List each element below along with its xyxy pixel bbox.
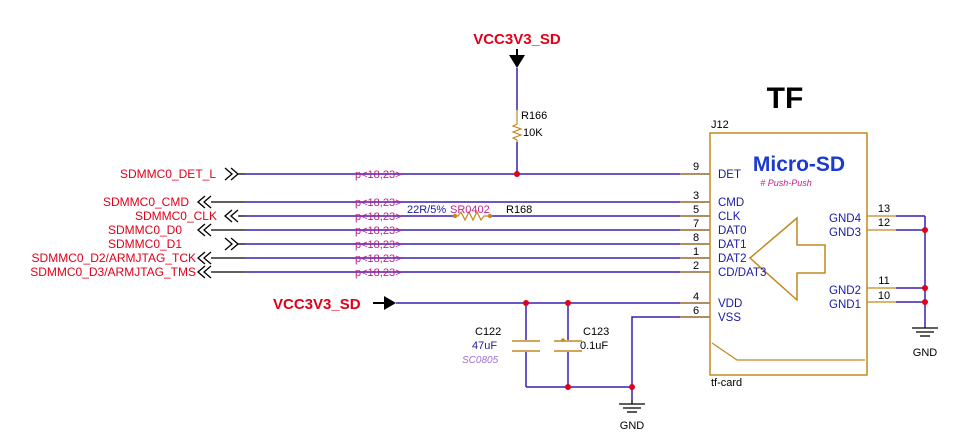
c122-value: 47uF	[472, 340, 497, 352]
pin-name: GND3	[829, 227, 861, 239]
pin-name: CMD	[718, 197, 744, 209]
wire-vss	[631, 316, 710, 400]
connector-subtitle: # Push-Push	[760, 178, 812, 188]
cap-plates	[512, 340, 582, 352]
gnd-right-icon	[912, 327, 938, 337]
signal-wires	[245, 173, 710, 273]
connector-ref: J12	[711, 119, 729, 131]
pin-name: DET	[718, 169, 741, 181]
pin-number: 6	[693, 305, 699, 317]
power-label-left: VCC3V3_SD	[273, 296, 361, 313]
power-arrow-left-icon	[384, 296, 396, 310]
page-ref: p<18,23>	[355, 267, 402, 279]
cap-junctions	[523, 300, 635, 390]
pin-number: 12	[878, 217, 890, 229]
page-ref: p<18,23>	[355, 169, 402, 181]
connector-footprint: tf-card	[711, 377, 742, 389]
r168-ref: R168	[506, 204, 532, 216]
pin-number: 9	[693, 161, 699, 173]
pin-number: 11	[878, 275, 889, 287]
page-ref: p<18,23>	[355, 239, 402, 251]
net-sdmmc0-det-l: SDMMC0_DET_L	[120, 167, 216, 181]
r168-package: SR0402	[450, 204, 490, 216]
cap-wires	[525, 303, 632, 388]
page-ref: p<18,23>	[355, 197, 402, 209]
net-sdmmc0-d3: SDMMC0_D3/ARMJTAG_TMS	[30, 265, 196, 279]
connector-pin-stubs	[680, 173, 710, 318]
c123-ref: C123	[583, 326, 609, 338]
pin-number: 5	[693, 204, 699, 216]
net-sdmmc0-cmd: SDMMC0_CMD	[103, 195, 189, 209]
right-pin-stubs	[867, 215, 896, 303]
net-names: SDMMC0_DET_L SDMMC0_CMD SDMMC0_CLK SDMMC…	[30, 167, 217, 279]
connector-notch	[711, 342, 865, 361]
pin-name: DAT2	[718, 253, 747, 265]
net-sdmmc0-d1: SDMMC0_D1	[108, 237, 182, 251]
pin-name: DAT1	[718, 239, 747, 251]
r168-body	[455, 210, 490, 222]
r166-value: 10K	[523, 127, 543, 139]
net-sdmmc0-d0: SDMMC0_D0	[108, 223, 182, 237]
left-pin-numbers: 9 3 5 7 8 1 2 4 6	[693, 161, 699, 317]
pin-number: 10	[878, 290, 890, 302]
right-gnd-wires	[896, 215, 926, 328]
net-port-icons	[197, 167, 239, 279]
net-sdmmc0-d2: SDMMC0_D2/ARMJTAG_TCK	[32, 251, 196, 265]
pin-name: DAT0	[718, 225, 747, 237]
c122-package: SC0805	[462, 355, 499, 366]
page-ref: p<18,23>	[355, 253, 402, 265]
pin-number: 2	[693, 260, 699, 272]
schematic-title: TF	[767, 82, 804, 115]
pin-number: 3	[693, 190, 699, 202]
net-sdmmc0-clk: SDMMC0_CLK	[135, 209, 217, 223]
r168-pin-dot	[487, 213, 493, 219]
pin-number: 7	[693, 218, 699, 230]
r166-body	[511, 122, 523, 142]
c123-pin-dot	[561, 338, 565, 342]
left-pin-names: DET CMD CLK DAT0 DAT1 DAT2 CD/DAT3 VDD V…	[718, 169, 766, 324]
r166-ref: R166	[521, 110, 547, 122]
r168-pin-dot	[452, 213, 458, 219]
right-pin-names: GND4 GND3 GND2 GND1	[829, 213, 862, 311]
pin-name: CLK	[718, 211, 741, 223]
pin-number: 4	[693, 291, 699, 303]
pin-name: VDD	[718, 298, 742, 310]
page-refs: p<18,23> p<18,23> p<18,23> p<18,23> p<18…	[355, 169, 402, 279]
power-label-top: VCC3V3_SD	[473, 31, 561, 48]
r168-value: 22R/5%	[407, 204, 446, 216]
junction-dot	[514, 171, 520, 177]
gnd-bottom-label: GND	[620, 420, 645, 432]
connector-body	[709, 132, 868, 376]
pin-name: CD/DAT3	[718, 267, 766, 279]
connector-name: Micro-SD	[753, 153, 845, 176]
power-arrow-top-icon	[509, 55, 525, 68]
right-pin-numbers: 13 12 11 10	[878, 203, 890, 302]
page-ref: p<18,23>	[355, 225, 402, 237]
card-insert-arrow-icon	[748, 216, 826, 302]
pin-number: 8	[693, 232, 699, 244]
c123-value: 0.1uF	[580, 340, 608, 352]
pin-name: GND2	[829, 285, 861, 297]
pin-name: VSS	[718, 312, 741, 324]
pin-name: GND1	[829, 299, 861, 311]
pin-number: 1	[693, 246, 699, 258]
gnd-bottom-icon	[619, 400, 645, 413]
pin-name: GND4	[829, 213, 862, 225]
pin-number: 13	[878, 203, 890, 215]
right-junctions	[922, 227, 928, 305]
c122-ref: C122	[475, 326, 501, 338]
gnd-right-label: GND	[913, 347, 938, 359]
net-port-stubs	[211, 173, 245, 273]
page-ref: p<18,23>	[355, 211, 402, 223]
